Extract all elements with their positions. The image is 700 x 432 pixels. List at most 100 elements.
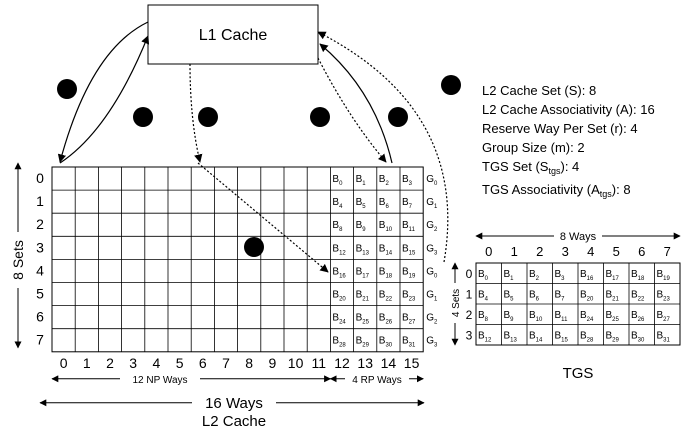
tgs-block: B21 [606, 290, 620, 303]
rp-block: B23 [402, 290, 416, 303]
rp-block: B17 [356, 266, 370, 279]
group-label: G2 [426, 220, 438, 233]
tgs-row-label: 3 [466, 329, 473, 343]
l1-cache-box: L1 Cache [147, 4, 319, 65]
rp-block: B16 [332, 266, 346, 279]
group-label: G1 [426, 197, 438, 210]
set-label: 1 [36, 193, 44, 209]
tgs-ways-label: 8 Ways [560, 231, 597, 243]
tgs-block: B16 [580, 269, 594, 282]
rp-block: B11 [402, 220, 416, 233]
way-label: 12 [334, 355, 350, 371]
step-5-marker [441, 75, 461, 95]
way-label: 8 [245, 355, 253, 371]
param-l2-assoc: L2 Cache Associativity (A): 16 [482, 102, 655, 117]
step-3-marker [198, 107, 218, 127]
tgs-block: B7 [555, 290, 566, 303]
rp-block: B26 [379, 313, 393, 326]
param-l2-sets: L2 Cache Set (S): 8 [482, 83, 596, 98]
tgs-sets-gap [448, 283, 462, 323]
param-group-size: Group Size (m): 2 [482, 140, 585, 155]
arrow-2 [59, 35, 150, 164]
step-7-marker [388, 107, 408, 127]
np-gap [120, 371, 200, 385]
tgs-row-label: 0 [466, 267, 473, 281]
step-1-marker [57, 79, 77, 99]
tgs-block: B13 [504, 331, 518, 344]
step-4-marker [244, 237, 264, 257]
tgs-block: B28 [580, 331, 594, 344]
tgs-block: B30 [631, 331, 645, 344]
param-tgs-assoc: TGS Associativity (Atgs): 8 [482, 182, 631, 199]
way-label: 5 [176, 355, 184, 371]
tgs-block: B14 [529, 331, 543, 344]
rp-block: B7 [402, 197, 413, 210]
tgs-block: B18 [631, 269, 645, 282]
rp-block: B1 [356, 174, 367, 187]
step-5-label: 5 [447, 77, 455, 93]
l1-cache-label: L1 Cache [199, 27, 268, 44]
way-label: 15 [404, 355, 420, 371]
set-label: 3 [36, 239, 44, 255]
set-label: 0 [36, 170, 44, 186]
tgs-row-label: 1 [466, 288, 473, 302]
set-label: 5 [36, 286, 44, 302]
way-label: 11 [312, 355, 327, 371]
rp-block: B9 [356, 220, 367, 233]
l2-cache-caption: L2 Cache [202, 413, 266, 430]
tgs-col-label: 1 [511, 244, 518, 259]
step-7-label: 7 [394, 109, 402, 125]
rp-block: B22 [379, 290, 393, 303]
group-label: G3 [426, 243, 438, 256]
parameters: L2 Cache Set (S): 8 L2 Cache Associativi… [482, 83, 655, 199]
arrow-6 [317, 57, 387, 163]
tgs-block: B2 [529, 269, 540, 282]
tgs-ways-gap [554, 229, 602, 242]
tgs-block: B0 [478, 269, 489, 282]
rp-gap [345, 371, 409, 385]
param-reserve-ways: Reserve Way Per Set (r): 4 [482, 121, 638, 136]
rp-block: B5 [356, 197, 367, 210]
rp-block: B15 [402, 243, 416, 256]
step-2-label: 2 [139, 109, 147, 125]
rp-block: B21 [356, 290, 370, 303]
way-label: 10 [288, 355, 304, 371]
rp-block: B20 [332, 290, 346, 303]
tgs-col-label: 3 [562, 244, 569, 259]
tgs-col-label: 6 [638, 244, 645, 259]
tgs-block: B24 [580, 310, 594, 323]
sets-label: 8 Sets [10, 240, 26, 280]
tgs-caption: TGS [563, 365, 594, 382]
tgs-row-label: 2 [466, 308, 473, 322]
rp-block: B30 [379, 336, 393, 349]
tgs-block: B12 [478, 331, 492, 344]
tgs-block: B1 [504, 269, 515, 282]
ways-label: 16 Ways [205, 395, 263, 412]
rp-block: B31 [402, 336, 416, 349]
tgs-block: B4 [478, 290, 489, 303]
arrow-7 [319, 43, 393, 164]
group-label: G3 [426, 336, 438, 349]
tgs-col-label: 4 [587, 244, 594, 259]
tgs-col-label: 5 [613, 244, 620, 259]
tgs-block: B8 [478, 310, 489, 323]
tgs-block: B9 [504, 310, 515, 323]
tgs-block: B6 [529, 290, 540, 303]
rp-block: B25 [356, 313, 370, 326]
step-2-marker [133, 107, 153, 127]
arrow-3 [189, 63, 203, 163]
rp-block: B19 [402, 266, 416, 279]
rp-block: B29 [356, 336, 370, 349]
tgs-col-label: 7 [664, 244, 671, 259]
way-label: 2 [106, 355, 114, 371]
way-label: 1 [83, 355, 91, 371]
arrow-5 [317, 31, 449, 263]
set-label: 7 [36, 332, 44, 348]
tgs-block: B26 [631, 310, 645, 323]
set-label: 6 [36, 309, 44, 325]
tgs-block: B27 [657, 310, 671, 323]
group-label: G0 [426, 266, 438, 279]
